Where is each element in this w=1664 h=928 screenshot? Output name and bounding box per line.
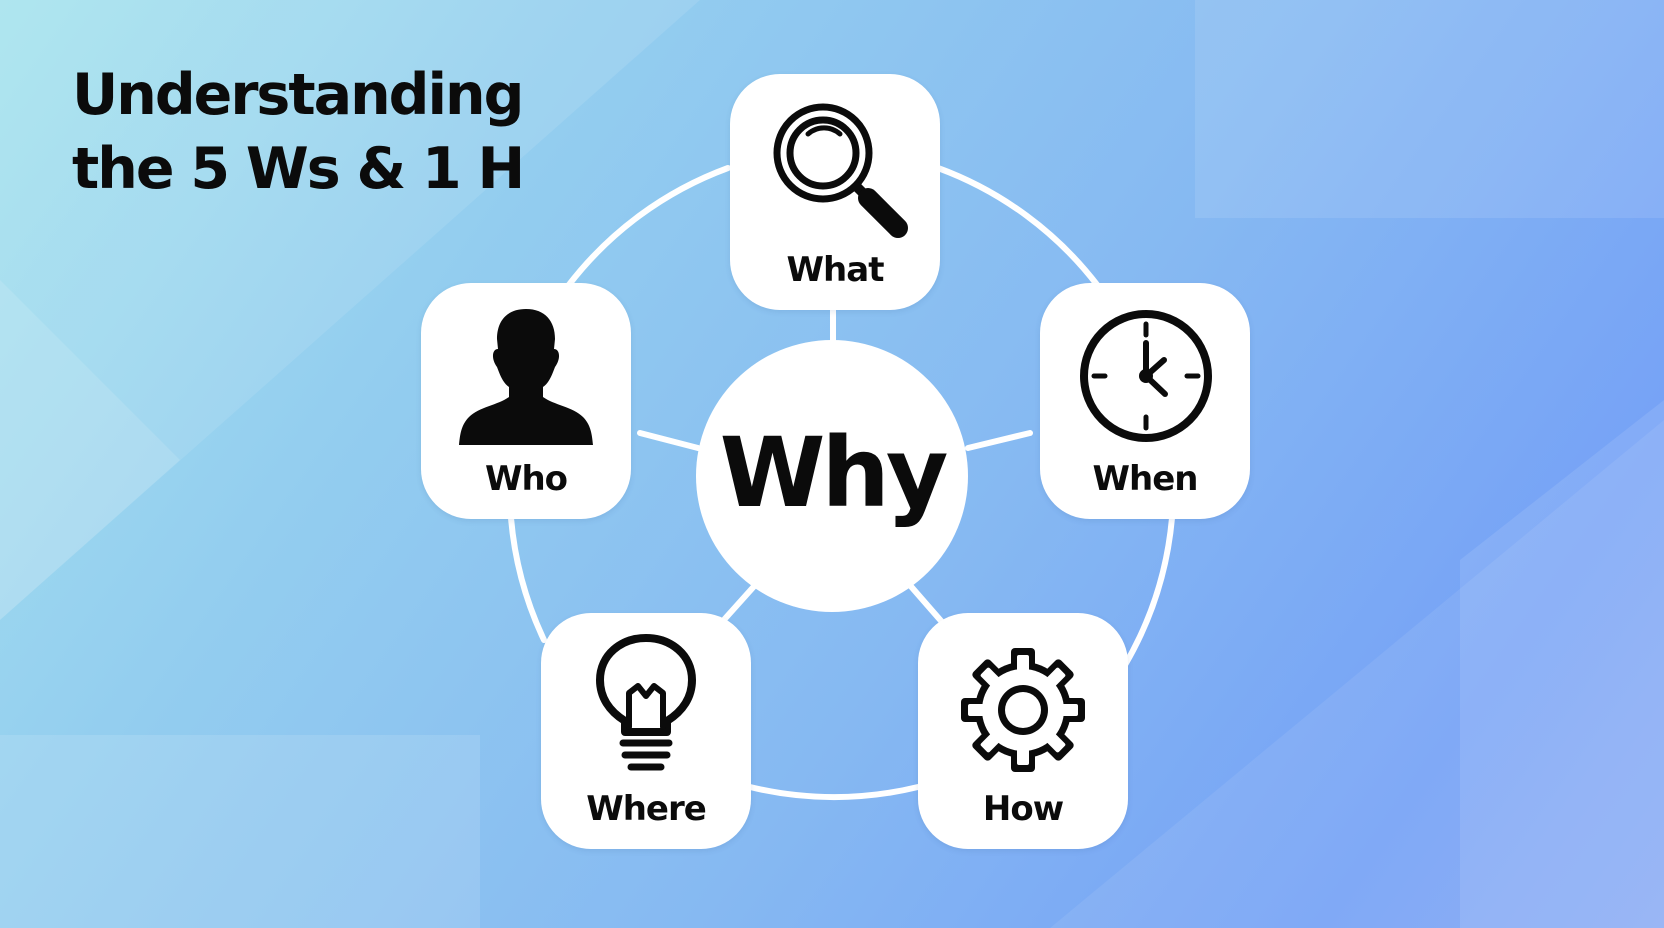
node-label-when: When	[1092, 459, 1199, 499]
spoke-when	[965, 430, 1033, 451]
node-label-where: Where	[586, 789, 707, 829]
ring-arc-when-how	[1122, 515, 1175, 668]
ring-arc-where-who	[508, 515, 547, 643]
ring-arc-who-what	[565, 165, 731, 289]
node-what: What	[730, 74, 940, 310]
node-where: Where	[541, 613, 751, 849]
center-label: Why	[719, 417, 949, 529]
title-line-2: the 5 Ws & 1 H	[72, 136, 525, 202]
node-how: How	[918, 613, 1128, 849]
ring-arc-how-where	[747, 784, 921, 800]
node-when: When	[1040, 283, 1250, 519]
spoke-who	[637, 430, 701, 451]
node-label-how: How	[982, 789, 1064, 829]
node-label-who: Who	[484, 459, 568, 499]
center-node-why: Why	[696, 340, 968, 612]
lightbulb-icon	[596, 634, 696, 771]
node-who: Who	[421, 283, 631, 519]
title-line-1: Understanding	[72, 62, 524, 128]
person-silhouette-icon	[459, 309, 593, 445]
ring-arc-what-when	[935, 165, 1101, 289]
magnifying-glass-icon	[773, 103, 908, 238]
spoke-how	[905, 580, 945, 625]
clock-icon	[1080, 310, 1212, 442]
gear-icon	[961, 648, 1085, 772]
spoke-where	[719, 580, 760, 625]
node-label-what: What	[786, 250, 885, 290]
page-title: Understanding the 5 Ws & 1 H	[72, 58, 525, 206]
